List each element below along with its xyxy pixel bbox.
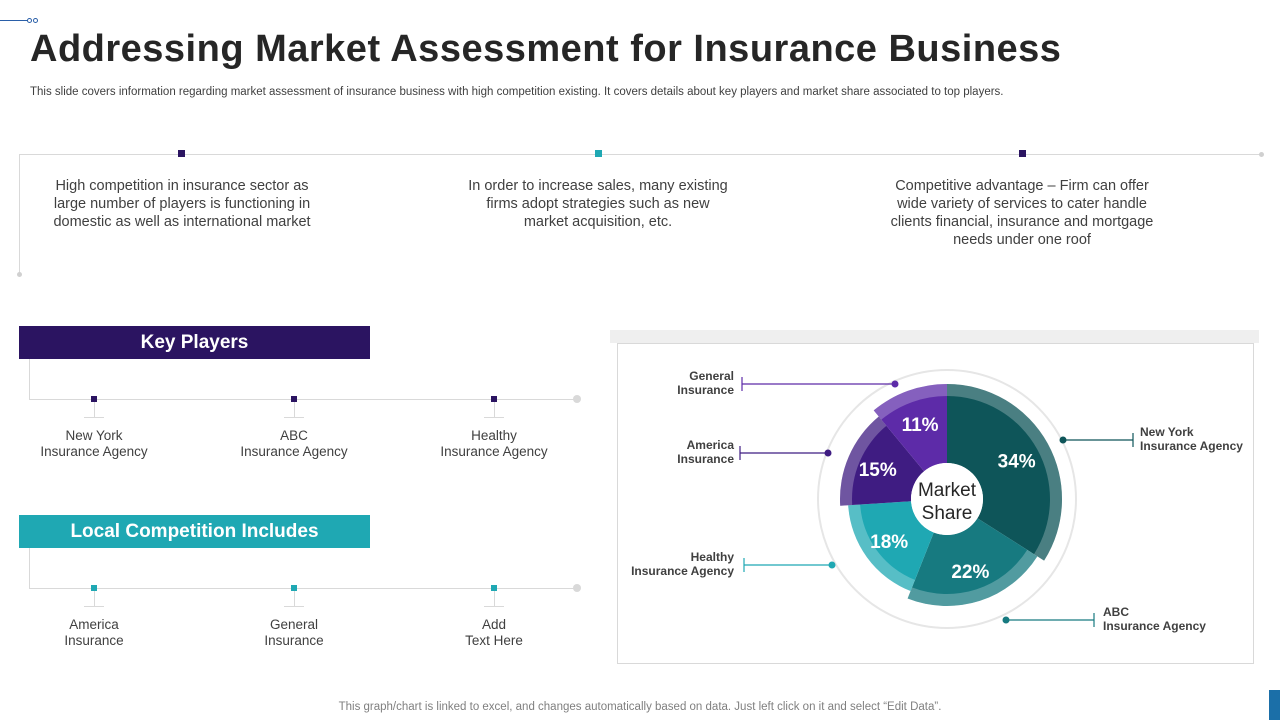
slide-title: Addressing Market Assessment for Insuran… [30,28,1062,70]
local-competitor-node [491,585,497,591]
donut-slice-band [840,416,887,506]
local-competitor-stem [294,591,295,607]
donut-center [911,463,983,535]
legend-label: New York [1140,425,1194,439]
donut-value-label: 18% [870,532,908,553]
legend-label: America [687,438,735,452]
donut-slice[interactable] [848,501,934,592]
key-players-tree-end [573,395,581,403]
local-competition-tree-line [29,588,577,589]
timeline-point-text-3: Competitive advantage – Firm can offer w… [890,178,1154,248]
donut-center-label: Share [922,503,973,524]
timeline-marker-3 [1019,150,1026,157]
legend-label: ABC [1103,605,1129,619]
donut-slice-band [907,549,1038,606]
donut-center-label: Market [918,480,977,501]
key-players-banner: Key Players [19,326,370,359]
key-player-foot [284,417,304,418]
local-competition-tree-end [573,584,581,592]
donut-value-label: 15% [859,460,897,481]
donut-slice-band [873,384,947,420]
donut-slice[interactable] [840,416,925,506]
key-player-node [291,396,297,402]
timeline-line [19,154,1262,155]
local-competitor-node [291,585,297,591]
legend-label: General [689,369,734,383]
footer-note: This graph/chart is linked to excel, and… [338,701,942,713]
key-player-foot [84,417,104,418]
corner-decoration-dot [27,18,32,23]
slide-subtitle: This slide covers information regarding … [30,86,1004,98]
corner-accent-bar [1269,690,1280,720]
key-player-node [491,396,497,402]
corner-decoration-line [0,20,28,21]
donut-slice[interactable] [947,384,1062,561]
local-competitor-foot [84,606,104,607]
donut-slice[interactable] [907,518,1038,606]
donut-slice-band [848,504,915,592]
donut-outer-ring [817,369,1077,629]
key-player-node [91,396,97,402]
local-competitor-foot [284,606,304,607]
local-competitor-node [91,585,97,591]
donut-value-label: 11% [902,415,939,436]
timeline-point-text-2: In order to increase sales, many existin… [468,178,728,230]
legend-label: Insurance Agency [631,564,734,578]
timeline-end-dot [1259,152,1264,157]
corner-decoration [0,18,40,24]
key-players-tree-line [29,359,30,399]
timeline-point-text-1: High competition in insurance sector as … [53,178,311,230]
key-player-stem [94,402,95,418]
key-player-foot [484,417,504,418]
timeline-marker-2 [595,150,602,157]
donut-value-label: 22% [951,562,989,583]
legend-label: Healthy [691,550,735,564]
corner-decoration-dot [33,18,38,23]
donut-slice-band [947,384,1062,561]
donut-value-label: 34% [998,452,1036,473]
key-player-stem [494,402,495,418]
timeline-vertical-line [19,154,20,275]
legend-label: Insurance Agency [1140,439,1243,453]
key-player-stem [294,402,295,418]
local-competitor-stem [94,591,95,607]
legend-label: Insurance [677,452,734,466]
timeline-end-dot [17,272,22,277]
local-competition-banner: Local Competition Includes [19,515,370,548]
legend-label: Insurance [677,383,734,397]
timeline-marker-1 [178,150,185,157]
legend-label: Insurance Agency [1103,619,1206,633]
local-competitor-stem [494,591,495,607]
local-competitor-foot [484,606,504,607]
key-players-tree-line [29,399,577,400]
chart-header-bar [610,330,1259,343]
local-competition-tree-line [29,548,30,588]
donut-slice[interactable] [873,384,947,472]
